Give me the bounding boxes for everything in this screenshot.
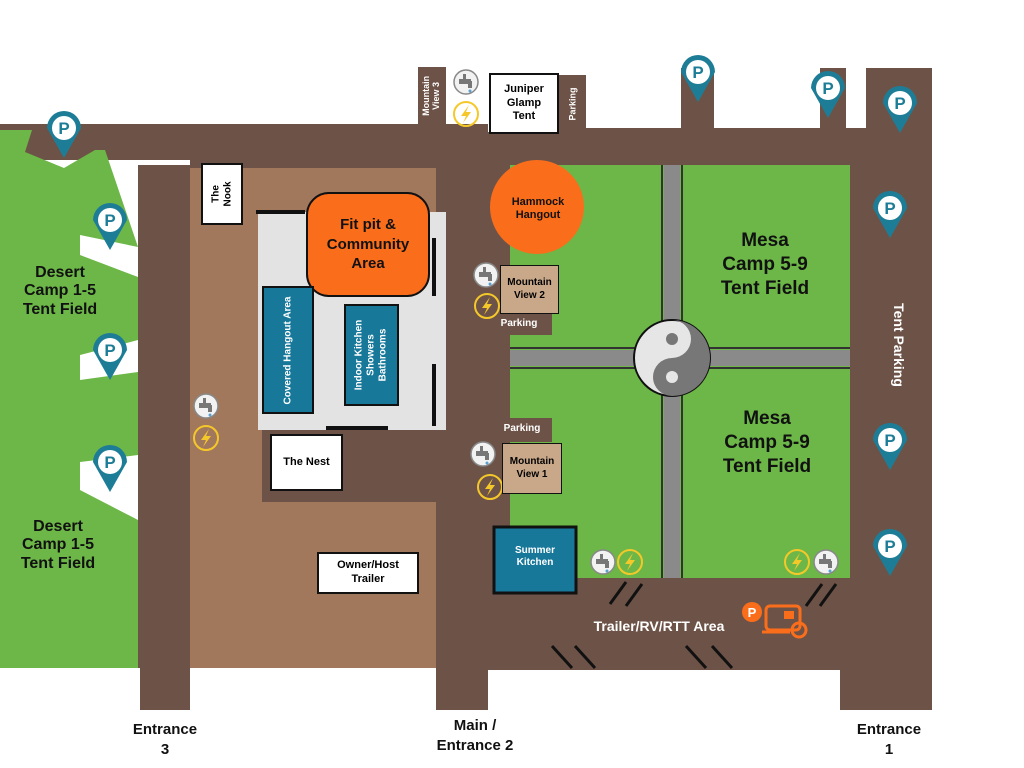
electric-bolt-icon xyxy=(453,101,479,127)
svg-text:P: P xyxy=(884,431,895,450)
electric-bolt-icon xyxy=(617,549,643,575)
water-spigot-icon xyxy=(590,549,616,575)
svg-text:P: P xyxy=(884,199,895,218)
indoor-kitchen-building xyxy=(344,304,399,406)
tent-parking-label: Tent Parking xyxy=(891,303,908,387)
entrance-2-label: Main /Entrance 2 xyxy=(436,717,514,754)
rv-parking-icon: P xyxy=(742,602,808,639)
the-nest-box: The Nest xyxy=(270,434,343,491)
hammock-circle xyxy=(490,160,584,254)
parking-pin-icon: P xyxy=(811,71,845,118)
summer-kitchen-building xyxy=(492,525,578,595)
parking-pin-icon: P xyxy=(873,423,907,470)
fit-pit-building xyxy=(306,192,430,297)
parking-pin-icon: P xyxy=(93,333,127,380)
water-spigot-icon xyxy=(453,69,479,95)
mountain-view-2-pad xyxy=(498,313,552,335)
trailer-area-label: Trailer/RV/RTT Area xyxy=(593,618,725,634)
svg-text:P: P xyxy=(894,94,905,113)
electric-bolt-icon xyxy=(474,293,500,319)
juniper-parking-label: Parking xyxy=(567,86,578,121)
svg-text:P: P xyxy=(822,79,833,98)
water-spigot-icon xyxy=(813,549,839,575)
mountain-view-2-parking-label: Parking xyxy=(500,318,538,329)
parking-pin-icon: P xyxy=(47,111,81,158)
mountain-view-3-label: Mountain View 3 xyxy=(421,75,441,116)
water-spigot-icon xyxy=(193,393,219,419)
mountain-view-1-parking-label: Parking xyxy=(503,423,541,434)
svg-text:P: P xyxy=(104,453,115,472)
parking-pin-icon: P xyxy=(873,191,907,238)
parking-pin-icon: P xyxy=(681,55,715,102)
desert-tent-field xyxy=(0,130,138,668)
electric-bolt-icon xyxy=(784,549,810,575)
parking-pin-icon: P xyxy=(883,86,917,133)
svg-text:P: P xyxy=(884,537,895,556)
water-spigot-icon xyxy=(470,441,496,467)
covered-hangout-building xyxy=(262,286,314,414)
svg-text:P: P xyxy=(748,605,757,620)
svg-text:P: P xyxy=(692,63,703,82)
parking-pin-icon: P xyxy=(93,445,127,492)
svg-text:P: P xyxy=(104,341,115,360)
svg-text:P: P xyxy=(58,119,69,138)
parking-pin-icon: P xyxy=(873,529,907,576)
yin-yang-icon xyxy=(633,319,711,397)
water-spigot-icon xyxy=(473,262,499,288)
svg-text:P: P xyxy=(104,211,115,230)
entrance-3-road xyxy=(140,660,190,710)
indoor-kitchen-label: Indoor Kitchen Showers Bathrooms xyxy=(353,319,389,391)
parking-pin-icon: P xyxy=(93,203,127,250)
covered-hangout-label: Covered Hangout Area xyxy=(282,296,294,404)
rv-slots xyxy=(550,581,838,670)
electric-bolt-icon xyxy=(193,425,219,451)
mountain-view-1-pad xyxy=(498,418,552,442)
parking-pins: P P P P P P P P P P xyxy=(47,55,917,576)
the-nook-box: The Nook xyxy=(201,163,243,225)
